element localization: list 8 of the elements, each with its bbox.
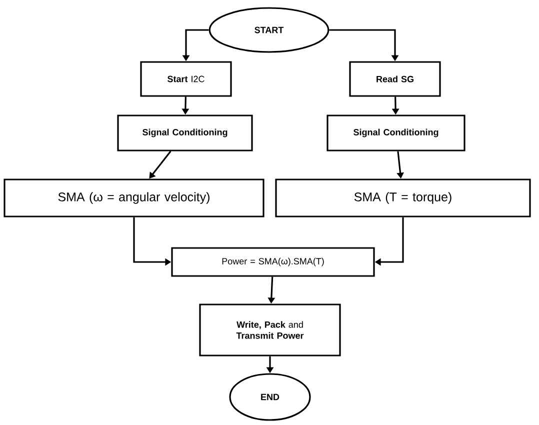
process-box: Read SG [349,61,441,97]
process-box: SMA (T = torque) [275,178,531,218]
process-box: Power = SMA(ω).SMA(T) [171,247,375,277]
process-box: Start I2C [140,61,232,97]
process-box: Signal Conditioning [326,114,466,152]
process-box: Signal Conditioning [117,114,253,152]
process-box: SMA (ω = angular velocity) [4,178,264,218]
process-box: Write, Pack and Transmit Power [199,304,341,356]
